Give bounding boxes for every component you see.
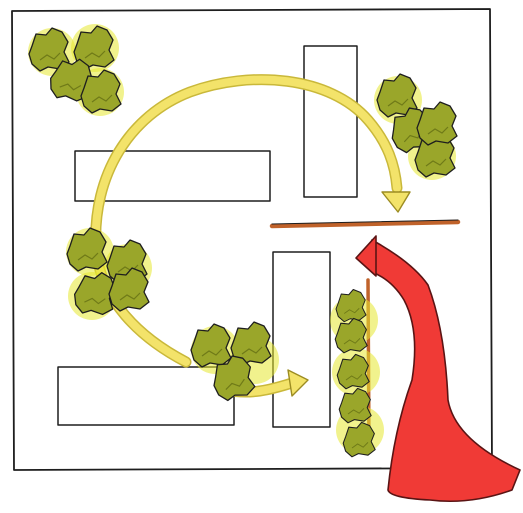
tree-cluster-east-edge bbox=[330, 289, 384, 458]
inner-connection-head bbox=[287, 369, 309, 397]
building-north-east-tower bbox=[303, 45, 358, 198]
tree-cluster-north-east bbox=[374, 73, 458, 180]
buildings bbox=[57, 45, 358, 428]
tree-cluster-west bbox=[66, 227, 152, 320]
circulation-loop-head bbox=[381, 191, 411, 213]
building-south-west-wing bbox=[57, 366, 235, 426]
building-central-tower bbox=[272, 251, 331, 428]
barrier-east-west-edge bbox=[269, 219, 461, 229]
tree-cluster-north-west bbox=[28, 24, 124, 116]
main-entry-arrow-body bbox=[365, 239, 521, 502]
main-entry-arrow bbox=[355, 235, 521, 502]
main-entry-arrow-head bbox=[355, 235, 377, 277]
